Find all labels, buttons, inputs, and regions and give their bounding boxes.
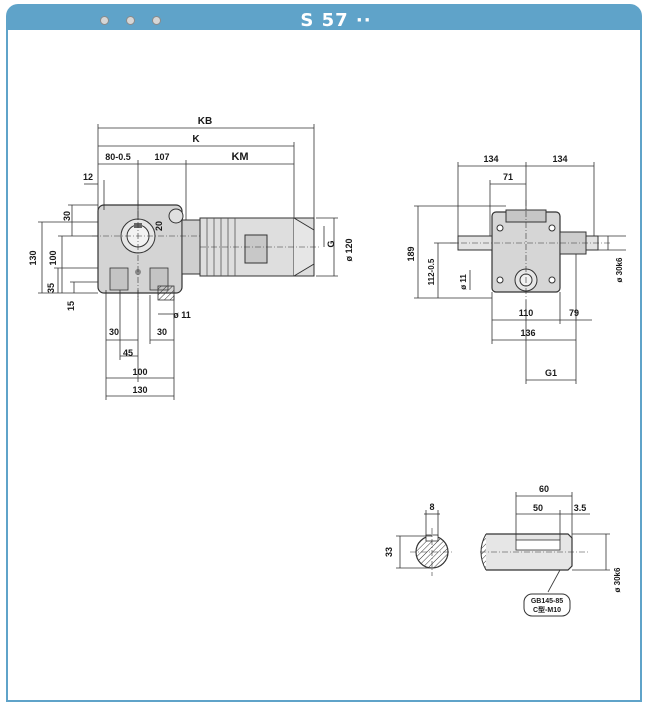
dim-60: 60 — [539, 484, 549, 494]
shaft-detail: 8 33 60 50 3.5 ø 30k6 GB145-85 C型-M10 — [384, 484, 622, 617]
dim-100-bottom: 100 — [132, 367, 147, 377]
dim-130-vertical: 130 — [28, 250, 38, 265]
dim-g: G — [326, 240, 336, 247]
dim-80: 80-0.5 — [105, 152, 131, 162]
dim-8: 8 — [429, 502, 434, 512]
standard-note-line-2: C型-M10 — [533, 605, 561, 614]
window-dot-1 — [100, 16, 109, 25]
dim-110: 110 — [519, 308, 534, 318]
dim-30-b: 30 — [157, 327, 167, 337]
dim-dia-11: ø 11 — [173, 310, 191, 320]
dim-12: 12 — [83, 172, 93, 182]
dim-100-vertical: 100 — [48, 250, 58, 265]
shaft-side-profile — [480, 533, 590, 571]
front-view: 134 134 71 189 112-0.5 ø 11 ø 30k6 110 7… — [406, 154, 626, 384]
dim-front-dia-30k6: ø 30k6 — [615, 257, 624, 282]
dim-107: 107 — [154, 152, 169, 162]
dim-45: 45 — [123, 348, 133, 358]
dim-50: 50 — [533, 503, 543, 513]
dim-g1: G1 — [545, 368, 557, 378]
dim-71: 71 — [503, 172, 513, 182]
dim-front-dia-11: ø 11 — [459, 274, 468, 290]
dim-136: 136 — [520, 328, 535, 338]
window-dot-2 — [126, 16, 135, 25]
page-title: S 57 ·· — [300, 10, 372, 31]
side-view: KB K 80-0.5 107 KM 12 30 130 100 35 15 2… — [28, 116, 354, 400]
standard-note-line-1: GB145-85 — [531, 598, 563, 605]
dim-3-5: 3.5 — [574, 503, 587, 513]
side-view-dim-lines — [38, 124, 338, 400]
dim-33: 33 — [384, 547, 394, 557]
dim-shaft-dia-30k6: ø 30k6 — [613, 567, 622, 592]
dim-79: 79 — [569, 308, 579, 318]
dim-35: 35 — [46, 283, 56, 293]
shaft-cross-section — [410, 528, 454, 576]
front-housing — [450, 200, 610, 300]
dim-130-bottom: 130 — [132, 385, 147, 395]
dim-112: 112-0.5 — [427, 258, 436, 285]
drawing-panel — [6, 30, 642, 702]
dim-30-vertical: 30 — [62, 211, 72, 221]
dim-kb: KB — [198, 116, 212, 127]
shaft-dim-lines — [396, 492, 610, 593]
standard-note-box — [523, 593, 571, 617]
dim-dia-120: ø 120 — [344, 238, 354, 261]
window-dot-3 — [152, 16, 161, 25]
gearbox-housing — [92, 200, 320, 301]
motor-body — [199, 217, 315, 277]
dim-15: 15 — [66, 301, 76, 311]
header-bar: S 57 ·· — [6, 4, 642, 31]
dim-km: KM — [231, 151, 248, 163]
dim-189: 189 — [406, 246, 416, 261]
dim-134-right: 134 — [552, 154, 567, 164]
dim-20: 20 — [154, 221, 164, 231]
dim-30-a: 30 — [109, 327, 119, 337]
front-view-dim-lines — [414, 162, 626, 384]
dim-k: K — [192, 134, 200, 145]
dim-134-left: 134 — [483, 154, 498, 164]
